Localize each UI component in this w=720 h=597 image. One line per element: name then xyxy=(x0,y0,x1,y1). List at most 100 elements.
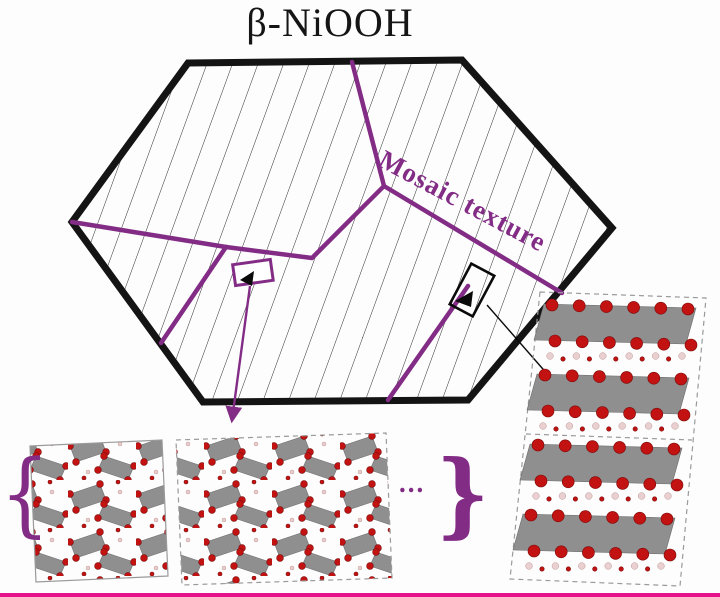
selection-rect-black xyxy=(447,261,497,319)
oxygen-atom xyxy=(613,356,619,362)
figure-title: β-NiOOH xyxy=(246,0,414,45)
oxygen-atom xyxy=(565,566,571,572)
oxygen-atom xyxy=(654,301,668,315)
oxygen-atom xyxy=(554,545,568,559)
oxygen-atom xyxy=(541,404,555,418)
oxygen-atom xyxy=(572,496,578,502)
oxygen-atom xyxy=(667,442,681,456)
oxygen-atom xyxy=(660,512,674,526)
oxygen-atom xyxy=(609,547,622,560)
layered-structure-border xyxy=(509,291,707,587)
leader-line-to-layered-structure xyxy=(486,304,550,377)
oxygen-atom xyxy=(593,370,606,383)
hydrogen-atom xyxy=(572,352,581,360)
selected-region-black xyxy=(447,261,497,319)
oxygen-atom xyxy=(565,369,579,383)
oxygen-atom xyxy=(670,478,684,492)
hydrogen-atom xyxy=(604,562,612,570)
hydrogen-atom xyxy=(637,492,646,500)
oxygen-atom xyxy=(640,441,654,455)
arrowhead-in-purple-box-icon xyxy=(240,271,254,286)
oxygen-atom xyxy=(659,426,665,432)
hydrogen-atom xyxy=(671,422,679,430)
hydrogen-atom xyxy=(664,492,672,500)
oxygen-atom xyxy=(548,334,562,348)
hydrogen-atom xyxy=(539,422,547,430)
oxygen-atom xyxy=(534,474,548,488)
oxygen-atom xyxy=(551,509,565,523)
hydrogen-atom xyxy=(525,562,533,570)
hydrogen-atom xyxy=(678,352,686,360)
oxygen-atom xyxy=(579,426,585,432)
left-brace: { xyxy=(0,440,50,547)
oxygen-atom xyxy=(560,356,566,362)
hydrogen-atom xyxy=(585,492,593,500)
hydrogen-atom xyxy=(644,422,653,430)
oxygen-atom xyxy=(684,338,698,352)
oxygen-atom xyxy=(586,440,599,453)
hydrogen-atom xyxy=(578,562,586,570)
hydrogen-atom xyxy=(558,492,567,500)
mosaic-grain-boundaries xyxy=(69,59,565,403)
oxygen-atom xyxy=(524,508,538,522)
layered-structure-divider xyxy=(525,433,693,441)
hydrogen-atom xyxy=(565,422,574,430)
hydrogen-atom xyxy=(592,422,600,430)
oxygen-atom xyxy=(643,477,657,491)
oxygen-atom xyxy=(586,356,592,362)
figure-bottom-border xyxy=(0,593,720,597)
oxygen-atom xyxy=(575,335,589,349)
oxygen-atom xyxy=(600,300,613,313)
hydrogen-atom xyxy=(630,562,639,570)
boundary-line xyxy=(69,219,229,250)
oxygen-atom xyxy=(627,301,640,314)
oxygen-atom xyxy=(568,405,582,419)
hydrogen-atom xyxy=(618,422,626,430)
oxygen-atom xyxy=(620,371,633,384)
unit-cell-structure-2 xyxy=(175,432,393,586)
ellipsis: ... xyxy=(399,468,426,498)
layered-structure xyxy=(509,291,707,587)
oxygen-atom xyxy=(652,496,658,502)
oxygen-atom xyxy=(531,438,545,452)
oxygen-atom xyxy=(592,566,598,572)
arrow-to-unit-cells-icon xyxy=(225,285,252,424)
oxygen-atom xyxy=(632,426,638,432)
oxygen-atom xyxy=(636,547,650,561)
hydrogen-atom xyxy=(657,562,665,570)
boundary-line xyxy=(223,183,387,261)
right-brace: } xyxy=(436,440,490,548)
hydrogen-atom xyxy=(611,492,619,500)
oxygen-atom xyxy=(633,511,647,525)
layered-structure-slabs xyxy=(512,298,698,572)
oxygen-atom xyxy=(666,356,672,362)
boundary-line xyxy=(349,59,387,189)
unit-cell-structure-1 xyxy=(29,439,169,583)
oxygen-atom xyxy=(579,510,592,523)
oxygen-atom xyxy=(606,511,619,524)
oxygen-atom xyxy=(650,407,664,421)
oxygen-atom xyxy=(603,336,616,349)
oxygen-atom xyxy=(681,302,695,316)
oxygen-atom xyxy=(618,566,624,572)
oxygen-atom xyxy=(558,439,572,453)
hydrogen-atom xyxy=(599,352,607,360)
oxygen-atom xyxy=(639,356,645,362)
boundary-line xyxy=(158,244,229,346)
hydrogen-atom xyxy=(625,352,633,360)
hydrogen-atom xyxy=(651,352,660,360)
oxygen-atom xyxy=(625,496,631,502)
oxygen-atom xyxy=(589,476,602,489)
oxygen-atom xyxy=(546,496,552,502)
oxygen-atom xyxy=(553,426,559,432)
oxygen-atom xyxy=(657,337,671,351)
oxygen-atom xyxy=(596,406,609,419)
boundary-line xyxy=(385,283,471,403)
oxygen-atom xyxy=(572,299,586,313)
oxygen-atom xyxy=(527,544,541,558)
oxygen-atom xyxy=(663,548,677,562)
oxygen-atom xyxy=(545,298,559,312)
oxygen-atom xyxy=(645,566,651,572)
